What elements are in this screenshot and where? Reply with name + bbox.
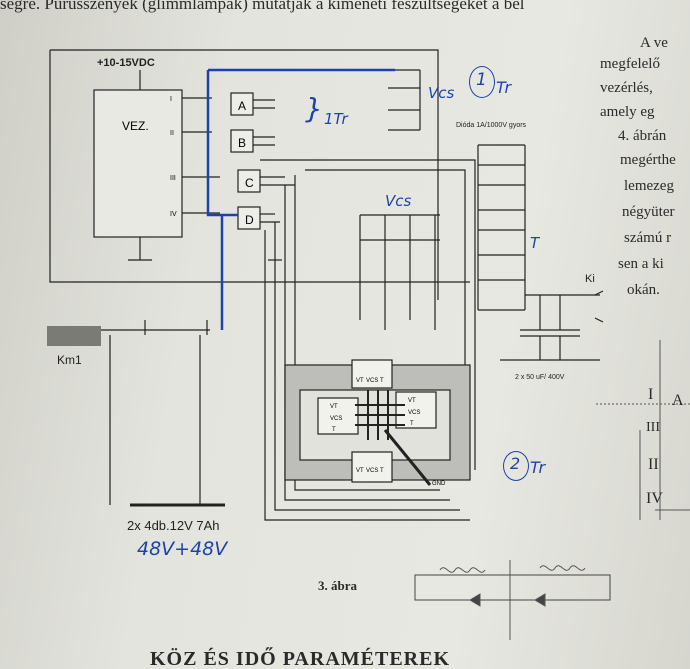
handwritten-vcs: Vcs: [428, 84, 455, 102]
supply-label: +10-15VDC: [97, 57, 155, 69]
side-text-line: vezérlés,: [600, 80, 653, 96]
margin-label: II: [648, 456, 659, 473]
handwritten-number: 2: [510, 454, 521, 473]
section-heading: KÖZ ÉS IDŐ PARAMÉTEREK: [150, 648, 450, 669]
board-pin-label: VCS: [330, 416, 342, 422]
handwritten-number: 1: [476, 70, 487, 90]
figure-caption: 3. ábra: [318, 578, 357, 593]
t-label: T: [530, 234, 540, 252]
relay-box: [47, 326, 101, 346]
handwritten-battery-note: 48V+48V: [137, 538, 228, 560]
margin-label: IV: [646, 490, 663, 507]
board-pin-label: VT: [356, 468, 364, 474]
handwritten-note: Tr: [530, 458, 546, 477]
side-text-line: számú r: [624, 230, 672, 246]
board-pin-label: VT: [408, 398, 416, 404]
handwritten-brace: }: [305, 92, 323, 125]
module-label: D: [245, 213, 254, 227]
side-text-line: négyüter: [622, 204, 675, 220]
side-text-line: megfelelő: [600, 56, 660, 72]
capacitor-label: 2 x 50 uF/ 400V: [515, 374, 565, 381]
module-label: C: [245, 176, 254, 190]
margin-label: I: [648, 386, 654, 403]
handwritten-vcs: Vcs: [385, 192, 412, 210]
handwritten-note: 1Tr: [324, 110, 348, 128]
handwritten-circle: [503, 451, 529, 481]
margin-label: III: [646, 420, 660, 435]
board-pin-label: VCS: [366, 468, 378, 474]
controller-output-label: I: [170, 96, 172, 103]
board-pin-label: T: [380, 378, 384, 384]
module-label: B: [238, 136, 246, 150]
controller-output-label: IV: [170, 211, 177, 218]
board-pin-label: T: [332, 427, 336, 433]
controller-label: VEZ.: [122, 119, 149, 133]
board-pin-label: T: [410, 421, 414, 427]
side-text-line: okán.: [627, 282, 660, 298]
side-text-line: A ve: [640, 35, 668, 51]
margin-label: A: [672, 392, 684, 409]
side-text-line: 4. ábrán: [618, 128, 667, 144]
board-pin-label: VCS: [366, 378, 378, 384]
output-label: Ki: [585, 273, 595, 285]
side-text-line: amely eg: [600, 104, 655, 120]
battery-label: 2x 4db.12V 7Ah: [127, 518, 220, 533]
board-pin-label: VT: [356, 378, 364, 384]
board-pin-label: T: [380, 468, 384, 474]
side-text-line: megérthe: [620, 152, 676, 168]
diode-label: Dióda 1A/1000V gyors: [456, 122, 527, 129]
side-text-line: sen a ki: [618, 256, 664, 272]
gnd-label: GND: [432, 481, 446, 487]
handwritten-circle: [469, 66, 495, 98]
side-text-line: lemezeg: [624, 178, 674, 194]
top-text-line: segre. Purusszenyek (glimmlámpák) mutatj…: [0, 0, 525, 13]
controller-output-label: III: [170, 175, 176, 182]
relay-label: Km1: [57, 353, 82, 367]
handwritten-note: Tr: [496, 78, 512, 97]
board-pin-label: VCS: [408, 410, 420, 416]
module-label: A: [238, 99, 246, 113]
board-pin-label: VT: [330, 404, 338, 410]
controller-output-label: II: [170, 130, 174, 137]
